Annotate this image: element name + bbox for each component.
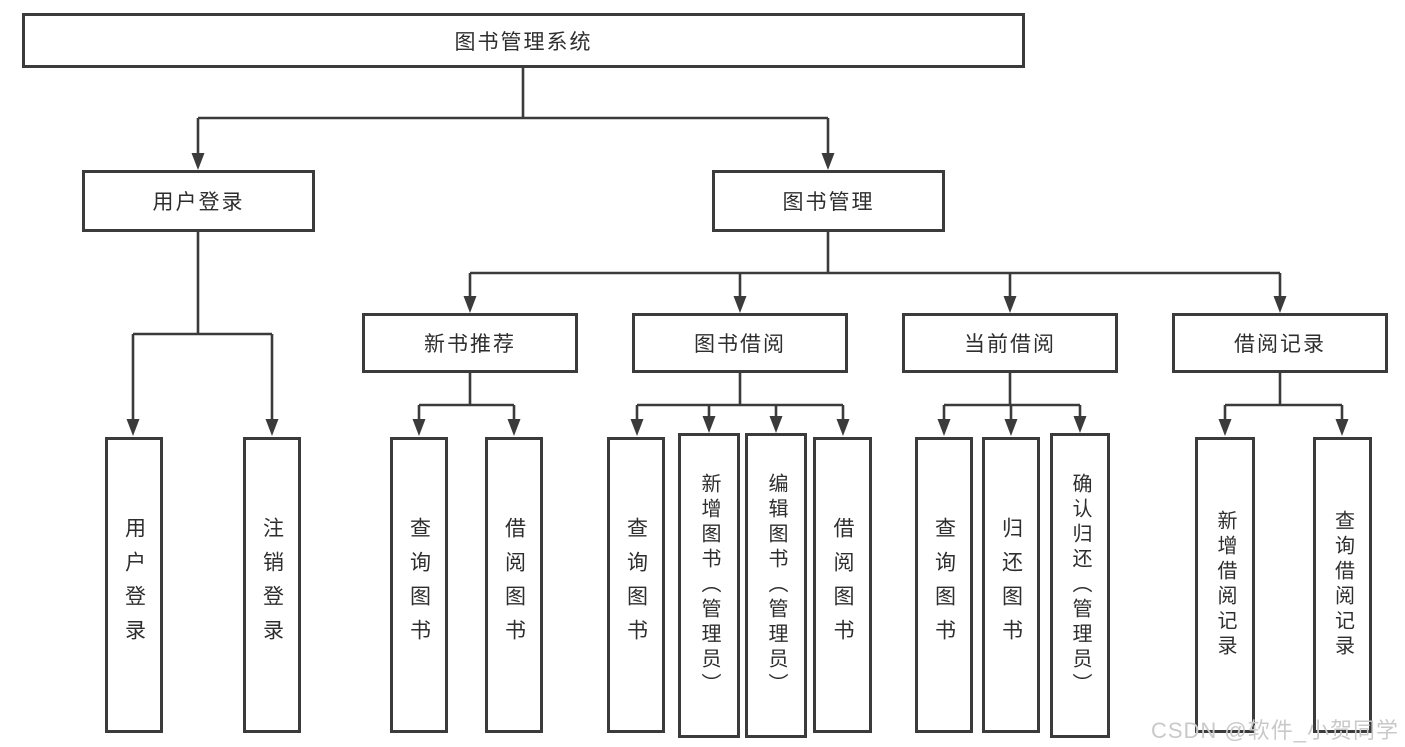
- leaf-edit-books-admin: 编辑图书（管理员）: [745, 433, 807, 738]
- csdn-watermark: CSDN @软件_小贺同学: [1150, 718, 1399, 743]
- node-book-borrowing: 图书借阅: [632, 313, 848, 373]
- leaf-query-borrow-record: 查询借阅记录: [1313, 437, 1372, 733]
- leaf-confirm-return-admin-label: 确认归还（管理员）: [1069, 473, 1091, 698]
- leaf-return-books-label: 归还图书: [999, 517, 1023, 653]
- node-borrowing-records: 借阅记录: [1172, 313, 1388, 373]
- node-new-book-recommend-label: 新书推荐: [424, 333, 516, 356]
- leaf-confirm-return-admin: 确认归还（管理员）: [1050, 433, 1110, 738]
- leaf-borrow-books-borrowing: 借阅图书: [813, 437, 872, 733]
- leaf-borrow-books-recommend-label: 借阅图书: [502, 517, 526, 653]
- node-borrowing-records-label: 借阅记录: [1234, 333, 1326, 356]
- node-user-login: 用户登录: [82, 170, 315, 232]
- node-root-label: 图书管理系统: [454, 30, 593, 54]
- leaf-return-books: 归还图书: [982, 437, 1040, 733]
- leaf-logout: 注销登录: [243, 437, 301, 733]
- leaf-query-books-recommend-label: 查询图书: [407, 517, 431, 653]
- node-new-book-recommend: 新书推荐: [362, 313, 578, 373]
- node-current-borrowing: 当前借阅: [902, 313, 1118, 373]
- node-book-borrowing-label: 图书借阅: [694, 333, 786, 356]
- leaf-query-books-borrowing: 查询图书: [607, 437, 665, 733]
- leaf-add-borrow-record: 新增借阅记录: [1195, 437, 1255, 733]
- leaf-add-books-admin: 新增图书（管理员）: [678, 433, 740, 738]
- node-user-login-label: 用户登录: [152, 191, 245, 214]
- leaf-query-borrow-record-label: 查询借阅记录: [1331, 510, 1354, 660]
- node-current-borrowing-label: 当前借阅: [964, 333, 1056, 356]
- leaf-query-books-current-label: 查询图书: [932, 517, 956, 653]
- leaf-borrow-books-recommend: 借阅图书: [485, 437, 543, 733]
- leaf-query-books-recommend: 查询图书: [390, 437, 448, 733]
- leaf-edit-books-admin-label: 编辑图书（管理员）: [765, 473, 787, 698]
- leaf-user-login-label: 用户登录: [122, 517, 146, 653]
- leaf-query-books-current: 查询图书: [915, 437, 973, 733]
- leaf-query-books-borrowing-label: 查询图书: [624, 517, 648, 653]
- leaf-borrow-books-borrowing-label: 借阅图书: [831, 517, 854, 653]
- leaf-user-login: 用户登录: [105, 437, 163, 733]
- node-book-management-label: 图书管理: [782, 191, 875, 214]
- leaf-logout-label: 注销登录: [260, 517, 284, 653]
- node-book-management: 图书管理: [712, 170, 945, 232]
- leaf-add-borrow-record-label: 新增借阅记录: [1214, 510, 1236, 660]
- leaf-add-books-admin-label: 新增图书（管理员）: [698, 473, 720, 698]
- node-root: 图书管理系统: [22, 13, 1025, 68]
